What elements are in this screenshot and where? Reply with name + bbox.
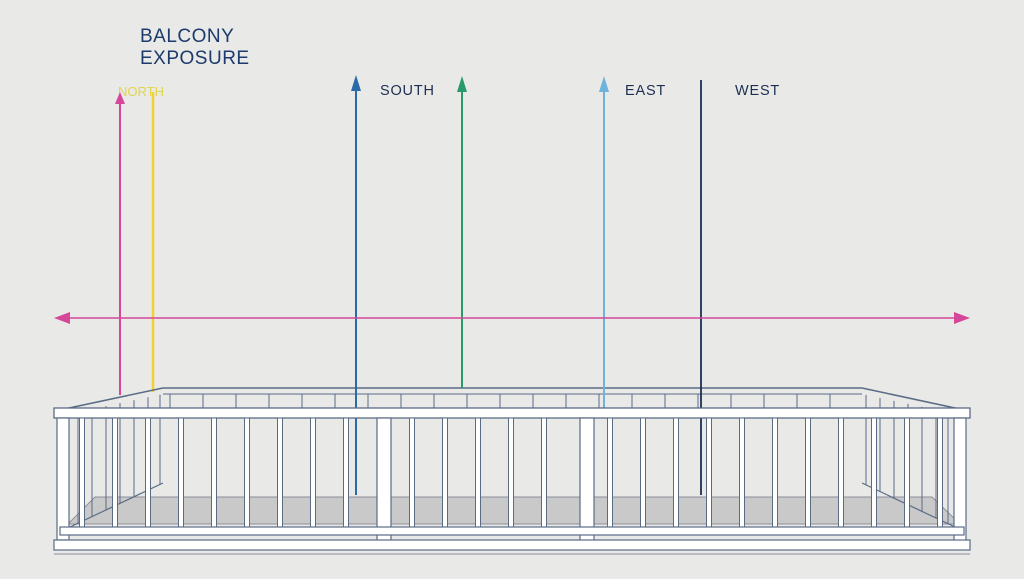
front-baluster — [310, 417, 316, 528]
back-balusters — [169, 394, 831, 409]
right-side-rail — [861, 387, 970, 412]
front-baluster — [409, 417, 415, 528]
title-line-2: EXPOSURE — [140, 48, 250, 69]
east-arrowhead — [599, 76, 609, 92]
front-baluster — [805, 417, 811, 528]
front-baluster — [904, 417, 910, 528]
front-baluster — [145, 417, 151, 528]
title-line-1: BALCONY — [140, 26, 235, 47]
east-label: EAST — [625, 83, 667, 99]
left-arrowhead — [54, 312, 70, 324]
front-baluster — [838, 417, 844, 528]
front-post-mid-right — [579, 417, 595, 543]
front-baluster — [79, 417, 85, 528]
north-accent-arrowhead — [115, 92, 125, 104]
front-baluster — [673, 417, 679, 528]
front-baluster — [871, 417, 877, 528]
front-baluster — [508, 417, 514, 528]
front-baluster — [178, 417, 184, 528]
front-baluster — [112, 417, 118, 528]
front-post-right — [953, 417, 967, 543]
front-top-rail — [53, 407, 971, 419]
west-label: WEST — [735, 83, 781, 99]
front-post-left — [56, 417, 70, 541]
front-baluster — [475, 417, 481, 528]
left-side-rail — [54, 387, 164, 412]
south-arrowhead — [351, 75, 361, 91]
front-baluster — [937, 417, 943, 528]
front-baluster — [211, 417, 217, 528]
front-baluster — [772, 417, 778, 528]
front-baluster — [706, 417, 712, 528]
south-accent-arrowhead — [457, 76, 467, 92]
front-bottom-rail — [59, 526, 965, 536]
right-arrowhead — [954, 312, 970, 324]
front-baluster — [607, 417, 613, 528]
front-baluster — [739, 417, 745, 528]
front-balusters — [79, 417, 943, 528]
front-baluster — [541, 417, 547, 528]
diagram-title: BALCONY EXPOSURE — [140, 26, 250, 70]
front-baluster — [442, 417, 448, 528]
front-base — [53, 539, 971, 551]
front-baluster — [277, 417, 283, 528]
front-post-mid-left — [376, 417, 392, 543]
south-label: SOUTH — [380, 83, 435, 99]
front-baluster — [640, 417, 646, 528]
front-baluster — [244, 417, 250, 528]
front-baluster — [343, 417, 349, 528]
